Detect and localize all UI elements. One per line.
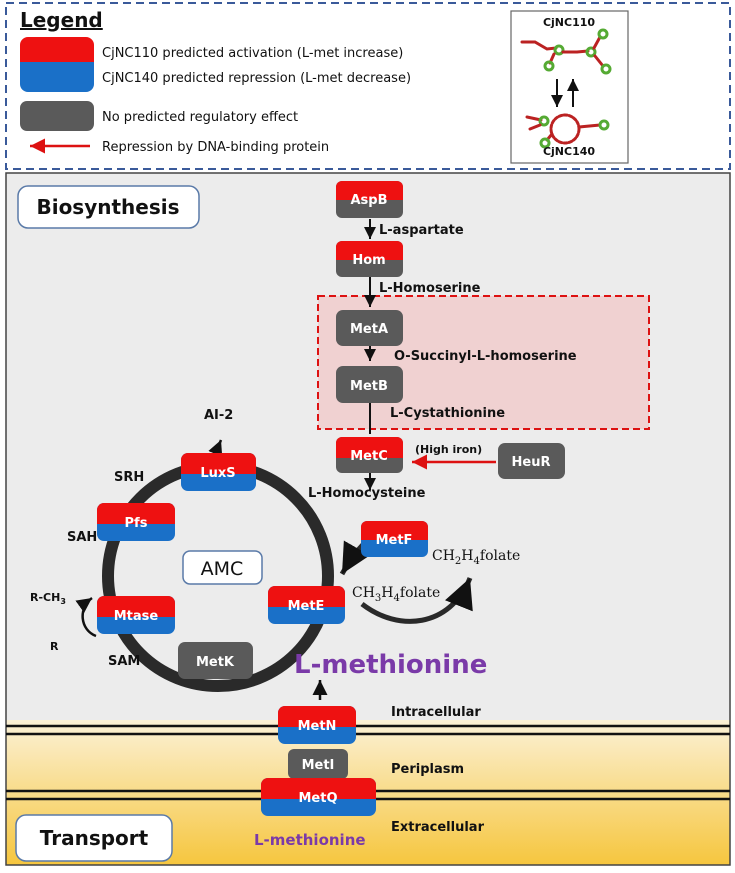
node-meta-label: MetA bbox=[350, 322, 388, 337]
node-metb: MetB bbox=[336, 366, 403, 403]
node-hom-label: Hom bbox=[352, 253, 385, 268]
legend-repression-label: CjNC140 predicted repression (L-met decr… bbox=[102, 71, 411, 86]
node-metk-label: MetK bbox=[196, 655, 235, 670]
label-l-homoserine: L-Homoserine bbox=[379, 281, 481, 296]
node-pfs-label: Pfs bbox=[125, 516, 148, 531]
rna-bottom-label: CjNC140 bbox=[543, 145, 595, 158]
node-metn: MetN bbox=[278, 706, 356, 744]
node-aspb-label: AspB bbox=[350, 193, 387, 208]
label-ch3h4folate: CH3H4folate bbox=[352, 585, 440, 604]
legend-activation-label: CjNC110 predicted activation (L-met incr… bbox=[102, 46, 403, 61]
transport-title: Transport bbox=[40, 826, 149, 850]
label-extracellular: Extracellular bbox=[391, 820, 485, 835]
node-heur-label: HeuR bbox=[512, 455, 551, 470]
node-mete: MetE bbox=[268, 586, 345, 624]
legend-title: Legend bbox=[20, 8, 103, 32]
node-mtase-label: Mtase bbox=[114, 609, 159, 624]
label-l-homocysteine: L-Homocysteine bbox=[308, 486, 426, 501]
main-panel-border bbox=[5, 172, 731, 866]
rna-top-label: CjNC110 bbox=[543, 16, 595, 29]
node-metc: MetC bbox=[336, 437, 403, 473]
node-hom: Hom bbox=[336, 241, 403, 277]
node-meta: MetA bbox=[336, 310, 403, 346]
label-sam: SAM bbox=[108, 654, 140, 669]
label-l-methionine-main: L-methionine bbox=[294, 650, 487, 680]
main-panel: Biosynthesis Transport AMC L-aspartate L… bbox=[5, 172, 731, 866]
node-metn-label: MetN bbox=[298, 719, 337, 734]
label-periplasm: Periplasm bbox=[391, 762, 464, 777]
legend-no-effect-label: No predicted regulatory effect bbox=[102, 110, 298, 125]
label-r-ch3: R-CH3 bbox=[30, 591, 66, 606]
folate-cycle-arrow bbox=[360, 577, 473, 624]
node-mete-label: MetE bbox=[288, 599, 325, 614]
label-o-succinyl: O-Succinyl-L-homoserine bbox=[394, 349, 577, 364]
node-metf-label: MetF bbox=[376, 533, 413, 548]
node-aspb: AspB bbox=[336, 181, 403, 218]
legend-no-effect-swatch bbox=[20, 101, 94, 131]
node-metf: MetF bbox=[361, 521, 428, 557]
label-l-aspartate: L-aspartate bbox=[379, 223, 464, 238]
label-sah: SAH bbox=[67, 530, 97, 545]
node-metc-label: MetC bbox=[350, 449, 388, 464]
rna-structure-inset: CjNC110 bbox=[510, 10, 629, 164]
legend-panel: Legend CjNC110 predicted activation (L-m… bbox=[5, 2, 731, 170]
label-intracellular: Intracellular bbox=[391, 705, 481, 720]
label-r: R bbox=[50, 640, 59, 653]
node-mtase: Mtase bbox=[97, 596, 175, 634]
node-luxs-label: LuxS bbox=[200, 466, 235, 481]
label-l-methionine-ext: L-methionine bbox=[254, 831, 366, 849]
methyl-transfer-arrow bbox=[75, 596, 97, 638]
rna-top-structure-icon bbox=[520, 28, 612, 75]
label-ai2: AI-2 bbox=[204, 408, 233, 423]
transport-title-box bbox=[15, 814, 173, 862]
label-srh: SRH bbox=[114, 470, 144, 485]
node-heur: HeuR bbox=[498, 443, 565, 479]
amc-label-box bbox=[182, 550, 263, 585]
node-metq: MetQ bbox=[261, 778, 376, 816]
amc-label: AMC bbox=[201, 558, 244, 580]
node-metk: MetK bbox=[178, 642, 253, 679]
node-metb-label: MetB bbox=[350, 379, 388, 394]
rna-bottom-structure-icon bbox=[525, 113, 610, 149]
legend-dna-label: Repression by DNA-binding protein bbox=[102, 140, 329, 155]
node-pfs: Pfs bbox=[97, 503, 175, 541]
biosynthesis-title-box bbox=[17, 185, 200, 229]
label-ch2h4folate: CH2H4folate bbox=[432, 548, 520, 567]
node-luxs: LuxS bbox=[181, 453, 256, 491]
label-high-iron: (High iron) bbox=[415, 443, 482, 456]
legend-repression-swatch bbox=[20, 62, 94, 92]
node-meti-label: MetI bbox=[302, 758, 335, 773]
node-metq-label: MetQ bbox=[298, 791, 337, 806]
node-meti: MetI bbox=[288, 749, 348, 779]
label-l-cystathionine: L-Cystathionine bbox=[390, 406, 505, 421]
biosynthesis-title: Biosynthesis bbox=[36, 195, 179, 219]
